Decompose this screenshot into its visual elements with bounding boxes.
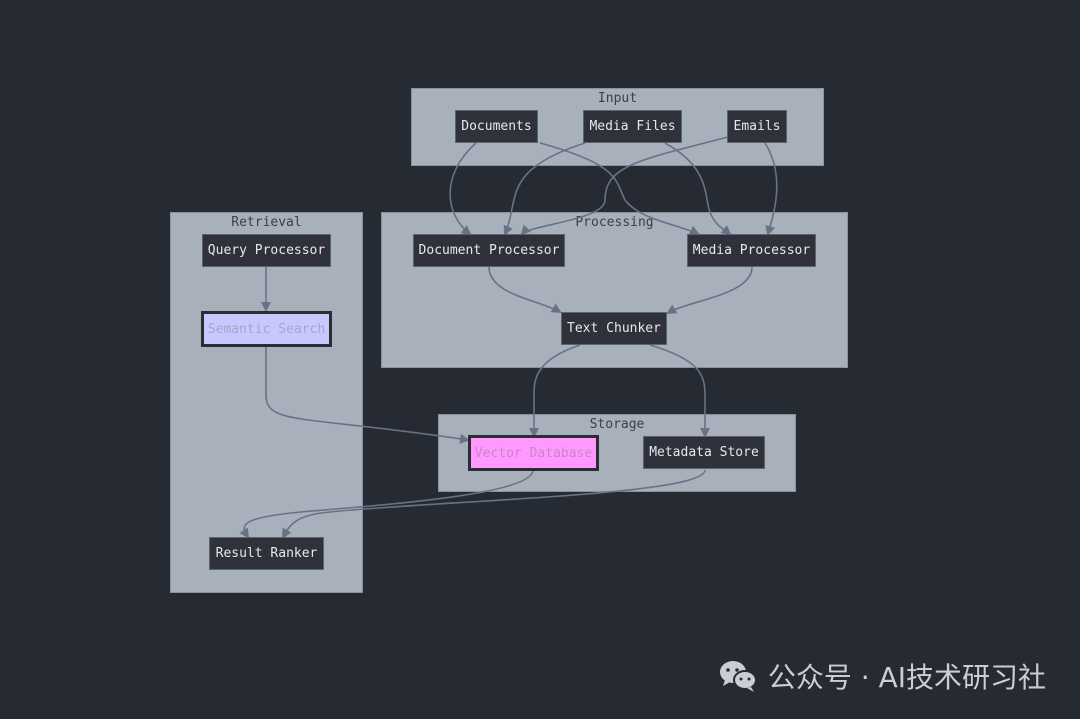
node-query-processor[interactable]: Query Processor (202, 234, 331, 267)
cluster-title-input: Input (597, 91, 638, 106)
node-media-processor[interactable]: Media Processor (687, 234, 816, 267)
wechat-icon (718, 659, 758, 693)
watermark-text: 公众号 · AI技术研习社 (767, 661, 1046, 694)
watermark: 公众号 · AI技术研习社 (718, 656, 1046, 696)
cluster-title-processing: Processing (575, 215, 654, 230)
cluster-retrieval: Retrieval (170, 212, 363, 593)
cluster-title-retrieval: Retrieval (231, 215, 302, 230)
node-metadata-store[interactable]: Metadata Store (643, 436, 765, 469)
node-text-chunker[interactable]: Text Chunker (561, 312, 667, 345)
node-vector-database[interactable]: Vector Database (468, 435, 599, 471)
node-document-processor[interactable]: Document Processor (413, 234, 565, 267)
node-documents[interactable]: Documents (455, 110, 538, 143)
node-semantic-search[interactable]: Semantic Search (201, 311, 332, 347)
node-result-ranker[interactable]: Result Ranker (209, 537, 324, 570)
node-media-files[interactable]: Media Files (583, 110, 682, 143)
cluster-title-storage: Storage (589, 417, 645, 432)
node-emails[interactable]: Emails (727, 110, 787, 143)
